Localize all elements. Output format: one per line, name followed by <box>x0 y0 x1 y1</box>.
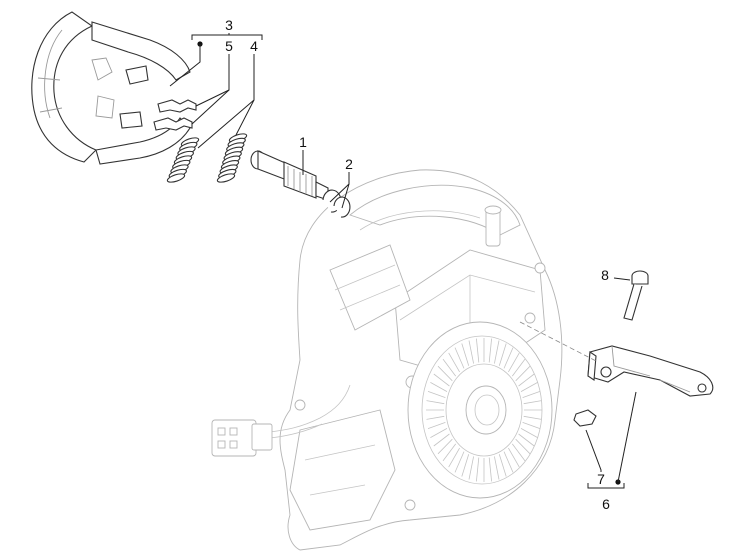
fan-fin <box>523 415 542 420</box>
fan-fin <box>503 451 514 473</box>
fan-fin <box>433 433 450 447</box>
fan-fin <box>468 456 474 480</box>
fan-fin <box>518 373 535 387</box>
electrical-connector <box>211 419 273 457</box>
fan-fin <box>508 447 520 468</box>
fan-fin <box>520 428 538 438</box>
flywheel-fan <box>407 321 553 499</box>
fan-fin <box>520 382 538 392</box>
callout-1: 1 <box>299 134 307 150</box>
spring-left <box>166 137 200 183</box>
fan-fin <box>511 358 526 377</box>
fan-fin <box>498 454 507 477</box>
spring-coil <box>216 173 236 183</box>
fan-fin <box>511 443 526 462</box>
fan-fin <box>430 428 448 438</box>
fan-fin <box>508 352 520 373</box>
brake-shoe-set <box>31 11 191 165</box>
fan-fin <box>437 365 453 382</box>
callout-8: 8 <box>601 267 609 283</box>
fan-fin <box>522 391 541 398</box>
fan-fin <box>437 438 453 455</box>
spring-right <box>216 133 248 183</box>
nut <box>573 409 597 427</box>
callout-7: 7 <box>597 471 605 487</box>
fan-fin <box>430 382 448 392</box>
fan-fin <box>518 433 535 447</box>
callout-4: 4 <box>250 38 258 54</box>
fan-fin <box>498 343 507 366</box>
callout-5: 5 <box>225 38 233 54</box>
fan-fin <box>515 365 531 382</box>
coil-springs <box>166 133 248 183</box>
brake-cam-shaft <box>250 150 329 201</box>
fan-fin <box>503 347 514 369</box>
fan-fin <box>522 422 541 429</box>
leader-lines <box>169 33 637 489</box>
fan-fin <box>468 340 474 364</box>
spring-coil <box>166 173 186 183</box>
fan-fin <box>442 358 457 377</box>
callout-2: 2 <box>345 156 353 172</box>
bracket-arm <box>587 345 714 397</box>
assembly-axis <box>519 321 599 363</box>
fan-fin <box>494 340 500 364</box>
fan-fins <box>426 338 542 482</box>
fan-fin <box>515 438 531 455</box>
fan-fin <box>454 451 465 473</box>
fan-fin <box>494 456 500 480</box>
fan-fin <box>427 391 446 398</box>
fan-fin <box>433 373 450 387</box>
fan-fin <box>476 338 480 363</box>
fan-fin <box>476 457 480 482</box>
fan-fin <box>461 454 470 477</box>
fan-fin <box>488 338 492 363</box>
fan-fin <box>448 352 460 373</box>
fan-fin <box>427 422 446 429</box>
fan-fin <box>448 447 460 468</box>
fan-fin <box>488 457 492 482</box>
fan-fin <box>426 415 445 420</box>
fan-fin <box>461 343 470 366</box>
callout-6: 6 <box>602 496 610 512</box>
fan-fin <box>442 443 457 462</box>
spring-clips <box>153 99 197 131</box>
fan-fin <box>426 400 445 405</box>
fan-fin <box>454 347 465 369</box>
callout-3: 3 <box>225 17 233 33</box>
bolt <box>623 270 649 321</box>
fan-fin <box>523 400 542 405</box>
